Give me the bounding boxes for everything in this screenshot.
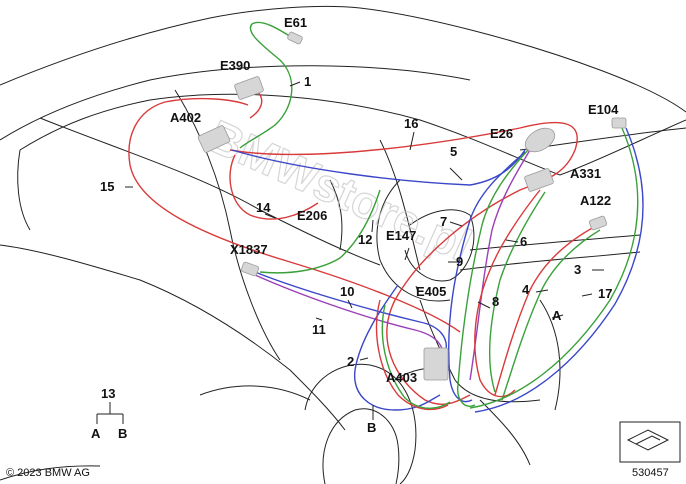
connector-a403 <box>423 347 449 381</box>
wire-12 <box>259 189 381 274</box>
car-body-outline <box>0 5 686 484</box>
label-6: 6 <box>520 234 527 249</box>
wire-14 <box>229 154 319 220</box>
connector-e61 <box>287 31 303 45</box>
label-e390: E390 <box>220 58 250 73</box>
label-11: 11 <box>312 322 326 337</box>
label-5: 5 <box>450 144 457 159</box>
wire-purple <box>469 149 531 381</box>
wire-green-e26 <box>457 149 529 407</box>
part-labels: E61 E390 1 A402 16 E104 E26 5 A331 15 A1… <box>91 15 619 441</box>
wire-15 <box>128 97 461 333</box>
label-7: 7 <box>440 214 447 229</box>
label-15: 15 <box>100 179 114 194</box>
label-a-right: A <box>552 308 562 323</box>
label-b-bottom: B <box>367 420 376 435</box>
label-3: 3 <box>574 262 581 277</box>
connector-x1837 <box>240 261 260 277</box>
label-e104: E104 <box>588 102 619 117</box>
label-a402: A402 <box>170 110 201 125</box>
label-e61: E61 <box>284 15 307 30</box>
label-e147: E147 <box>386 228 416 243</box>
label-13: 13 <box>101 386 115 401</box>
diagram-number: 530457 <box>632 467 669 479</box>
wire-11 <box>254 274 444 361</box>
label-2: 2 <box>347 354 354 369</box>
wire-5 <box>231 149 526 186</box>
wire-17-blue <box>474 127 644 413</box>
label-1: 1 <box>304 74 311 89</box>
wire-low-red <box>375 299 449 411</box>
label-9: 9 <box>456 254 463 269</box>
label-e206: E206 <box>297 208 327 223</box>
label-17: 17 <box>598 286 612 301</box>
wire-a122-red <box>494 225 597 396</box>
label-4: 4 <box>522 282 530 297</box>
wire-a122-green <box>501 229 601 401</box>
label-e26: E26 <box>490 126 513 141</box>
wiring-harness <box>128 21 644 413</box>
connector-e104 <box>611 117 627 129</box>
label-x1837: X1837 <box>230 242 268 257</box>
wire-e61 <box>239 21 297 149</box>
label-b-legend: B <box>118 426 127 441</box>
label-a331: A331 <box>570 166 601 181</box>
label-16: 16 <box>404 116 418 131</box>
connector-e26 <box>524 127 556 153</box>
label-12: 12 <box>358 232 372 247</box>
label-e405: E405 <box>416 284 446 299</box>
leader-lines <box>96 81 604 424</box>
wire-a331-green <box>488 191 546 393</box>
connector-e390 <box>234 76 264 100</box>
wire-blue-a403 <box>448 151 526 403</box>
wire-e390 <box>249 91 263 119</box>
connectors <box>197 31 627 381</box>
connector-a331 <box>524 168 554 192</box>
label-a-legend: A <box>91 426 101 441</box>
label-8: 8 <box>492 294 499 309</box>
connector-a122 <box>588 215 608 231</box>
wire-low-green <box>381 304 451 409</box>
label-a403: A403 <box>386 370 417 385</box>
label-14: 14 <box>256 200 271 215</box>
wire-17-green <box>469 127 639 409</box>
wire-10 <box>254 271 447 351</box>
wire-16 <box>229 121 578 405</box>
wire-a331-red <box>474 189 541 398</box>
wire-2 <box>354 284 441 411</box>
orientation-arrow-icon <box>619 421 681 463</box>
connector-a402 <box>197 125 231 153</box>
label-a122: A122 <box>580 193 611 208</box>
label-10: 10 <box>340 284 354 299</box>
copyright-text: © 2023 BMW AG <box>6 467 90 479</box>
